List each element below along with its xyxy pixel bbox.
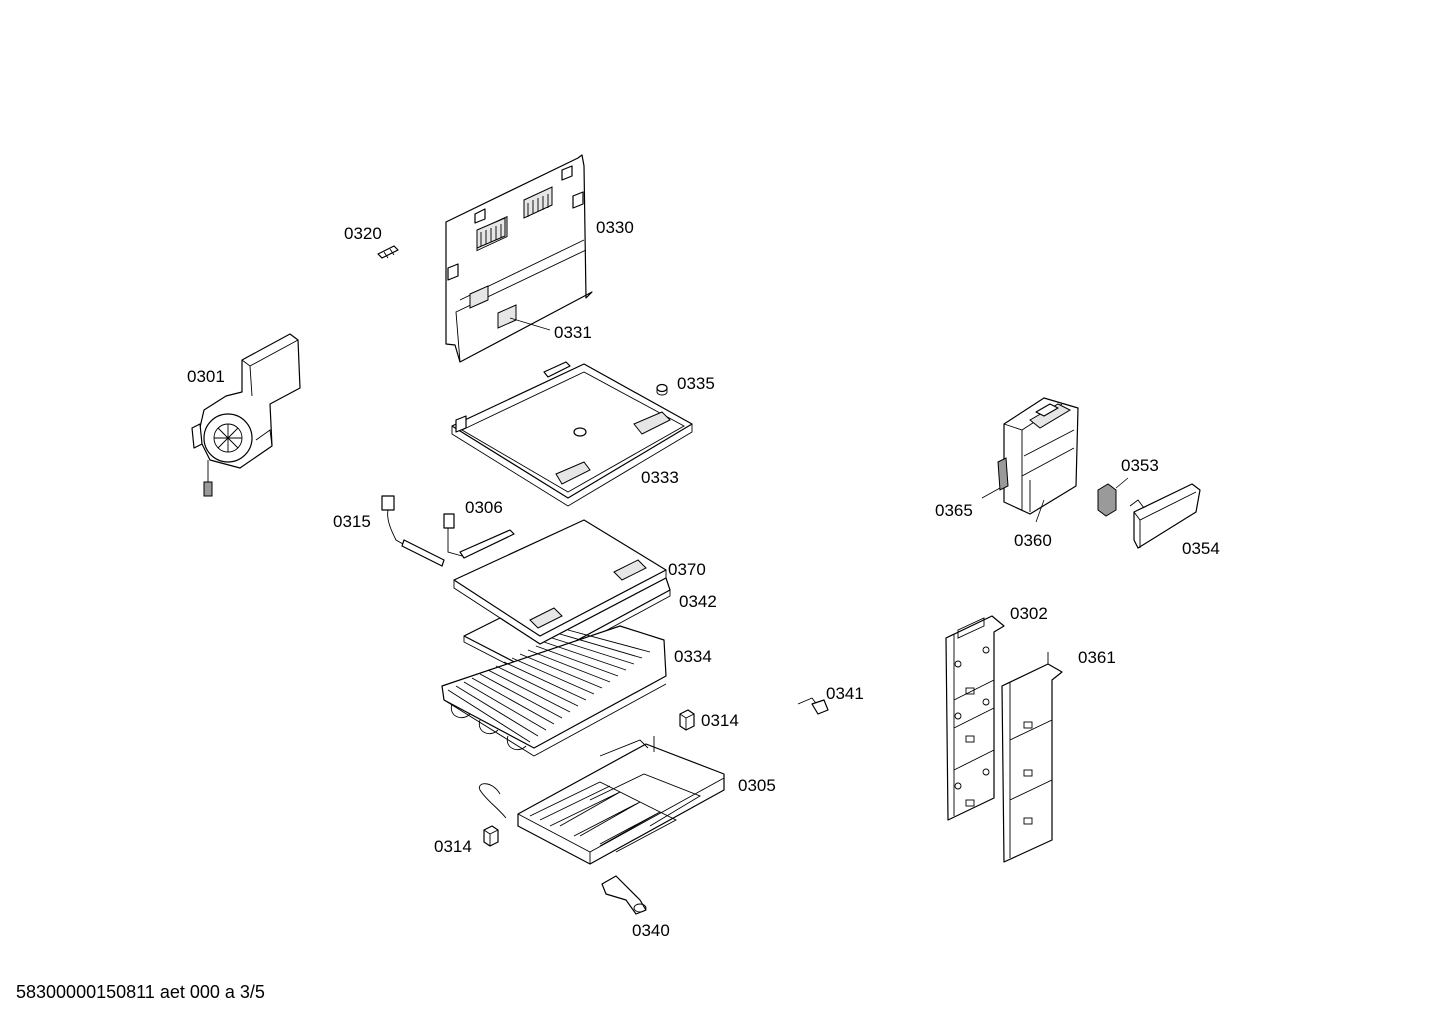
part-0305-drip-tray [478, 736, 725, 865]
label-0333: 0333 [641, 468, 679, 487]
label-0331: 0331 [554, 323, 592, 342]
part-0306-sensor-cable [443, 513, 515, 559]
label-0353: 0353 [1121, 456, 1159, 475]
label-0361: 0361 [1078, 648, 1116, 667]
label-0314-upper: 0314 [701, 711, 739, 730]
part-0320-clip [377, 245, 399, 259]
part-0353-cap [1097, 483, 1117, 517]
document-footer-id: 58300000150811 aet 000 a 3/5 [16, 982, 265, 1002]
label-0360: 0360 [1014, 531, 1052, 550]
part-0302-panel [945, 615, 1005, 821]
label-0315: 0315 [333, 512, 371, 531]
label-0340: 0340 [632, 921, 670, 940]
part-0370-cover-plate [453, 519, 667, 645]
part-0314-block-lower [483, 825, 499, 847]
label-0301: 0301 [187, 367, 225, 386]
label-0320: 0320 [344, 224, 382, 243]
part-0330-rear-panel [445, 154, 593, 363]
part-0354-bracket [1129, 483, 1201, 549]
label-0334: 0334 [674, 647, 712, 666]
part-0361-panel [1001, 652, 1063, 863]
part-0301-fan-unit [191, 333, 301, 497]
label-0354: 0354 [1182, 539, 1220, 558]
label-0335: 0335 [677, 374, 715, 393]
label-0314-lower: 0314 [434, 837, 472, 856]
part-0315-sensor-cable [381, 495, 445, 567]
label-0341: 0341 [826, 684, 864, 703]
part-0335-plug [656, 383, 668, 396]
label-0302: 0302 [1010, 604, 1048, 623]
label-0342: 0342 [679, 592, 717, 611]
part-0341-fitting [797, 697, 829, 715]
label-0330: 0330 [596, 218, 634, 237]
label-0306: 0306 [465, 498, 503, 517]
part-0333-shelf-plate [451, 361, 693, 507]
label-0305: 0305 [738, 776, 776, 795]
part-0334-evaporator [441, 625, 667, 757]
part-0365-0360-module [997, 397, 1079, 515]
part-0314-block-upper [679, 709, 695, 731]
label-0365: 0365 [935, 501, 973, 520]
label-0370: 0370 [668, 560, 706, 579]
part-0340-drain-spout [601, 875, 647, 915]
